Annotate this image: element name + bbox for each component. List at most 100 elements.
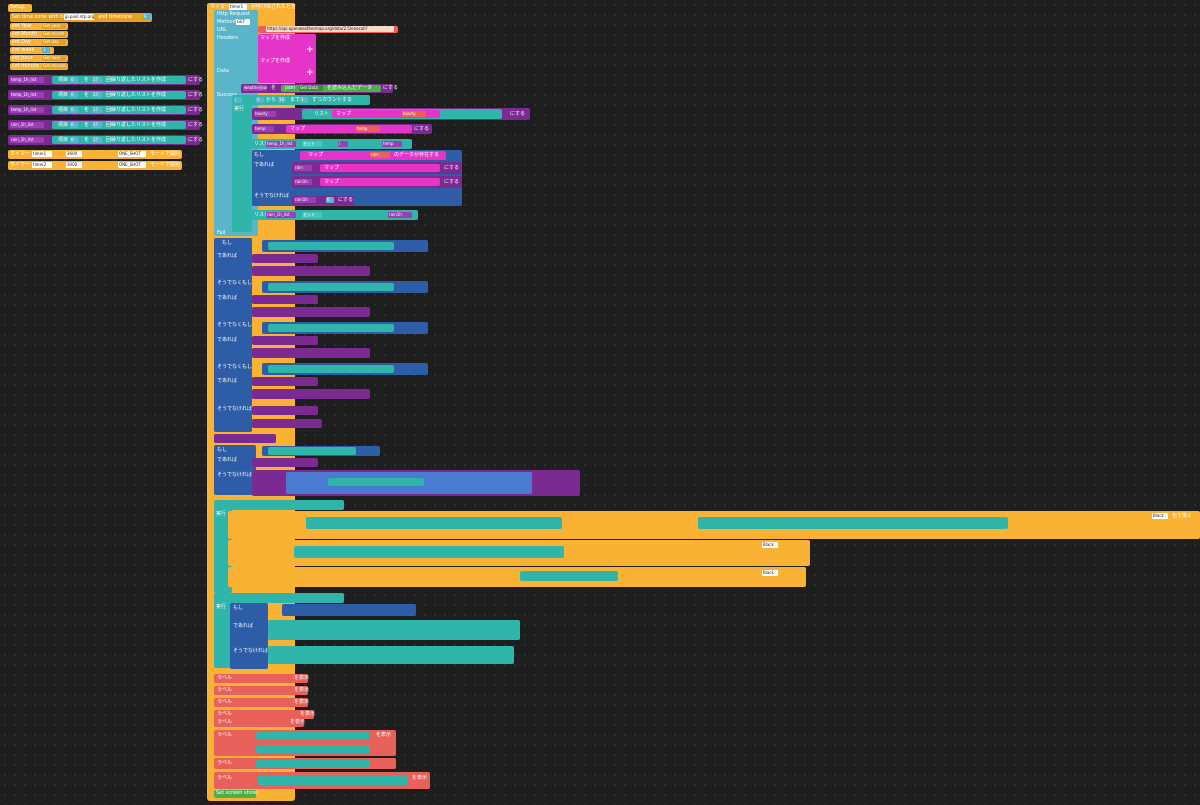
set-row[interactable]	[252, 336, 318, 345]
cond-list-get[interactable]	[268, 324, 394, 332]
cond-list-get[interactable]	[268, 447, 356, 455]
time-row-2[interactable]: set Day Get day	[10, 39, 68, 46]
label-list-get[interactable]	[258, 775, 408, 785]
list-row-3[interactable]: rain_1h_list 項目 0 を 17 回繰り返したリストを作成 にする	[8, 120, 203, 130]
timer-row-1[interactable]: タイマー timer2 3000 ONE_SHOT モードで開始	[8, 161, 182, 170]
time-row-0[interactable]: set Year Get year	[10, 23, 68, 30]
label-row-0[interactable]: ラベル を表示	[214, 674, 309, 683]
set-row[interactable]	[252, 307, 370, 317]
loop-var[interactable]: i	[234, 97, 242, 103]
value-var[interactable]: rain1h	[388, 212, 412, 218]
set-row[interactable]	[252, 389, 370, 399]
set-row[interactable]	[252, 419, 322, 428]
list-var[interactable]: rain_1h_list	[10, 137, 44, 143]
shift-loop-body[interactable]: 実行	[214, 602, 232, 668]
setup-block[interactable]: Setup Set time zone with host jp.pool.nt…	[8, 4, 203, 170]
shift-loop[interactable]	[214, 593, 344, 603]
rain-list-var[interactable]: rain_1h_list	[266, 212, 296, 218]
list-row-1[interactable]: temp_1h_list 項目 0 を 17 回繰り返したリストを作成 にする	[8, 90, 203, 100]
label-row-3[interactable]: ラベル を表示	[214, 710, 315, 719]
color-black[interactable]: Black	[762, 542, 778, 548]
list-create[interactable]	[52, 121, 186, 129]
set-row[interactable]	[252, 377, 318, 386]
screen-show-block[interactable]: Set screen show	[214, 790, 257, 798]
list-a[interactable]: 0	[70, 77, 78, 83]
draw-row-2[interactable]: Black	[228, 540, 810, 566]
url-block[interactable]: https://api.openweathermap.org/data/2.5/…	[258, 26, 398, 33]
rain1h-var[interactable]: rain1h	[294, 179, 312, 185]
list-set-rain[interactable]: リスト rain_1h_list セット rain1h	[252, 210, 418, 220]
cond-1[interactable]	[262, 240, 428, 252]
hourly-key[interactable]: hourly	[402, 111, 426, 117]
set-row[interactable]	[252, 266, 370, 276]
method-dropdown[interactable]: GET	[236, 19, 250, 25]
temp-var[interactable]: temp	[254, 126, 274, 132]
rain1h-map-get[interactable]	[320, 178, 440, 186]
url-field[interactable]: https://api.openweathermap.org/data/2.5/…	[266, 26, 394, 32]
graph-loop-body[interactable]: 実行	[214, 509, 232, 593]
cond-3[interactable]	[262, 322, 428, 334]
hourly-var[interactable]: hourly	[254, 111, 276, 117]
set-row[interactable]	[252, 348, 370, 358]
list-b[interactable]: 17	[92, 92, 102, 98]
list-b[interactable]: 17	[92, 107, 102, 113]
list-set-temp[interactable]: リスト temp_1h_list セット i temp	[252, 139, 412, 149]
list-b[interactable]: 17	[92, 137, 102, 143]
timer-ms[interactable]: 3000	[66, 162, 82, 168]
list-row-2[interactable]: temp_1h_list 項目 0 を 17 回繰り返したリストを作成 にする	[8, 105, 203, 115]
rain-map-get[interactable]	[320, 164, 440, 172]
label-list-get[interactable]	[256, 732, 370, 740]
list-a[interactable]: 0	[70, 122, 78, 128]
loop-end[interactable]: 16	[278, 97, 286, 103]
time-value[interactable]: Get month	[42, 31, 66, 37]
time-value[interactable]: Get minute	[42, 63, 66, 69]
time-row-4[interactable]: set hour Get hour	[10, 55, 68, 62]
temp-list-var[interactable]: temp_1h_list	[266, 141, 296, 147]
list-a[interactable]: 0	[70, 92, 78, 98]
label-row-4[interactable]: ラベル を表示	[214, 718, 305, 727]
json-var[interactable]: weatherJson	[243, 85, 267, 91]
else-rain[interactable]: そうでなければ	[252, 190, 292, 206]
time-row-1[interactable]: set Month Get month	[10, 31, 68, 38]
index-var[interactable]: i	[338, 141, 348, 147]
set-row[interactable]	[252, 254, 318, 263]
list-a[interactable]: 0	[70, 107, 78, 113]
set-dropdown[interactable]: セット	[302, 212, 322, 218]
list-row-4[interactable]: rain_1h_list 項目 0 を 17 回繰り返したリストを作成 にする	[8, 135, 203, 145]
if-rain-max[interactable]: もし であれば そうでなければ	[214, 445, 256, 495]
cond-rain[interactable]	[262, 446, 380, 456]
list-create[interactable]	[52, 76, 186, 84]
list-var[interactable]: temp_1h_list	[10, 92, 44, 98]
get-data[interactable]: Get Data	[299, 85, 323, 91]
time-value[interactable]: Get hour	[42, 55, 66, 61]
ntp-row[interactable]: Set time zone with host jp.pool.ntp.org …	[10, 13, 152, 22]
zero-value[interactable]: 0	[326, 197, 334, 203]
list-a[interactable]: 0	[70, 137, 78, 143]
json-parse[interactable]	[281, 85, 381, 92]
color-black[interactable]: Black	[762, 570, 778, 576]
shift-if[interactable]: もし であれば そうでなければ	[230, 603, 268, 669]
rain-set-2[interactable]: rain1h マップ にする	[292, 176, 462, 188]
list-get[interactable]	[328, 478, 424, 486]
list-var[interactable]: rain_1h_list	[10, 122, 44, 128]
draw-list-get[interactable]	[520, 571, 618, 581]
cond-2[interactable]	[262, 281, 428, 293]
rain-var[interactable]: rain	[294, 165, 312, 171]
time-value[interactable]: Get day	[42, 39, 66, 45]
graph-loop[interactable]	[214, 500, 344, 510]
list-create[interactable]	[52, 106, 186, 114]
cond-4[interactable]	[262, 363, 428, 375]
label-row-5[interactable]: ラベル を表示	[214, 730, 396, 756]
temp-set[interactable]: temp マップ temp にする	[252, 124, 432, 134]
if-chain-block[interactable]: もし であれば そうでなくもし であれば そうでなくもし であれば そうでなくも…	[214, 238, 252, 432]
json-set-row[interactable]: weatherJson を json Get Data を読み込んだデータ にす…	[241, 84, 398, 93]
set-row[interactable]	[252, 295, 318, 304]
list-var[interactable]: temp_1h_list	[10, 77, 44, 83]
color-black[interactable]: Black	[1152, 513, 1168, 519]
list-create[interactable]	[52, 91, 186, 99]
value-var[interactable]: temp	[382, 141, 402, 147]
rmax-set[interactable]	[214, 434, 276, 443]
draw-list-get[interactable]	[294, 546, 564, 558]
time-row-5[interactable]: set minute Get minute	[10, 63, 68, 70]
cond-list-get[interactable]	[268, 283, 394, 291]
